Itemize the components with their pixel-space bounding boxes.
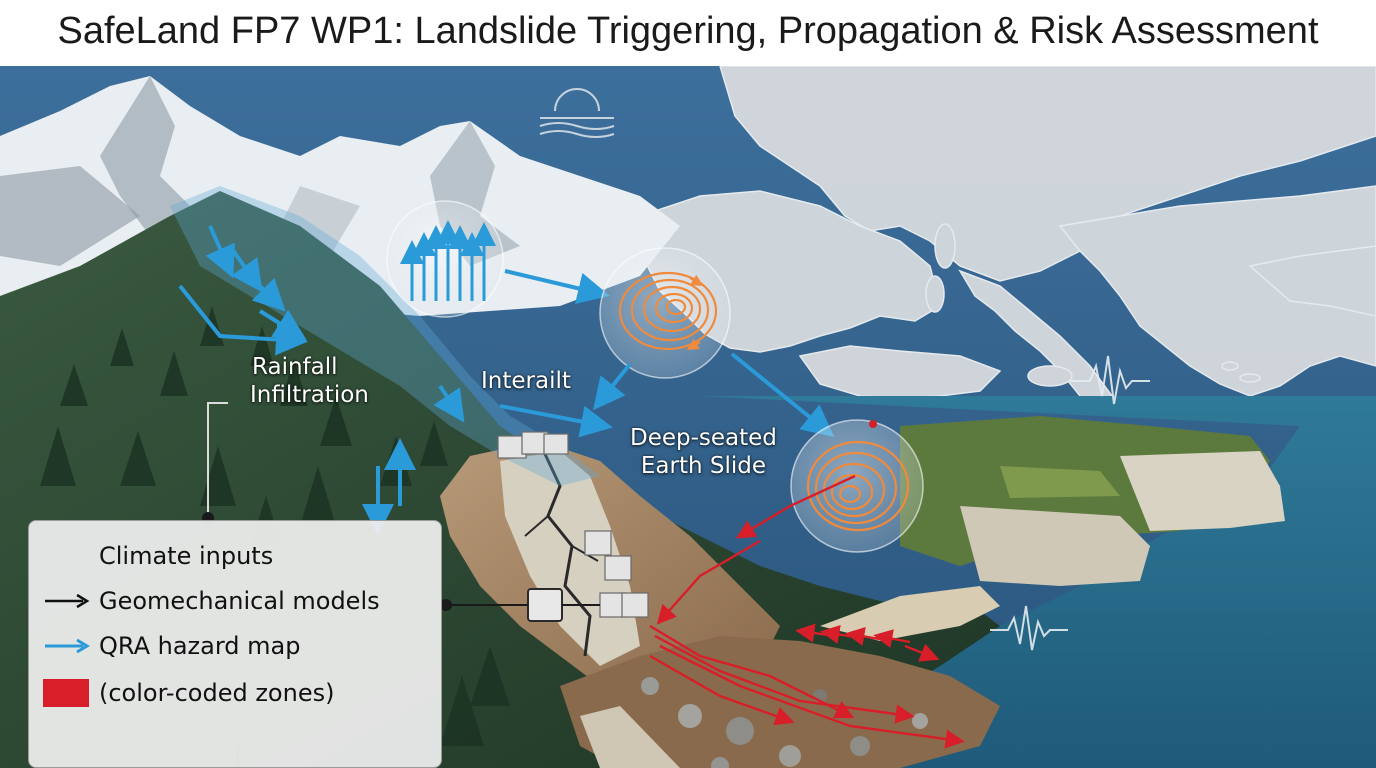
page-title: SafeLand FP7 WP1: Landslide Triggering, …: [57, 10, 1319, 52]
legend-item-climate-inputs: Climate inputs: [43, 539, 273, 573]
legend-text: Geomechanical models: [99, 587, 380, 615]
seismic-wave-icon: [1070, 355, 1150, 405]
red-swatch-icon: [43, 676, 99, 710]
flow-arrow-2: [593, 362, 632, 411]
legend-item-geomechanical-models: Geomechanical models: [43, 584, 380, 618]
spiral-vortex-icon: [599, 247, 731, 379]
infiltration-band: [170, 186, 600, 486]
connector-block: [527, 588, 563, 622]
deep-seated-line2: Earth Slide: [640, 453, 767, 479]
legend-text: QRA hazard map: [99, 632, 301, 660]
legend-text: Climate inputs: [99, 542, 274, 570]
europe-map: [639, 66, 1376, 413]
leader-line: [207, 402, 228, 518]
title-bar: SafeLand FP7 WP1: Landslide Triggering, …: [0, 0, 1376, 66]
velocity-arrows-icon: [386, 200, 504, 318]
legend-item-color-coded-zones: (color-coded zones): [43, 676, 334, 710]
flow-arrow-1: [504, 269, 610, 305]
spiral-slide-icon: [790, 419, 924, 553]
seismic-wave-icon-2: [990, 605, 1068, 651]
runout-arrows: [649, 474, 965, 749]
sea: [700, 396, 1376, 768]
flow-arrow-3: [730, 352, 835, 438]
interail-label: Interailt: [481, 368, 571, 394]
legend-key-empty: [43, 539, 99, 573]
legend-text: (color-coded zones): [99, 679, 335, 707]
deep-seated-label: Deep-seated Earth Slide: [630, 424, 777, 480]
model-blocks: [497, 431, 649, 618]
rainfall-label-line2: Infiltration: [250, 382, 369, 408]
rainfall-label: Rainfall Infiltration: [250, 353, 369, 409]
coastal-cliffs: [900, 416, 1285, 586]
deep-seated-line1: Deep-seated: [630, 425, 777, 451]
infiltration-arrows: [178, 225, 613, 536]
legend-panel: Climate inputs Geomechanical models QRA …: [28, 520, 442, 768]
debris-deposit: [560, 586, 1000, 768]
black-arrow-icon: [43, 584, 99, 618]
connector-dot: [440, 599, 452, 611]
legend-item-qra-hazard-map: QRA hazard map: [43, 629, 301, 663]
sun-horizon-icon: [539, 88, 615, 138]
blue-arrow-icon: [43, 629, 99, 663]
rainfall-label-line1: Rainfall: [252, 354, 338, 380]
